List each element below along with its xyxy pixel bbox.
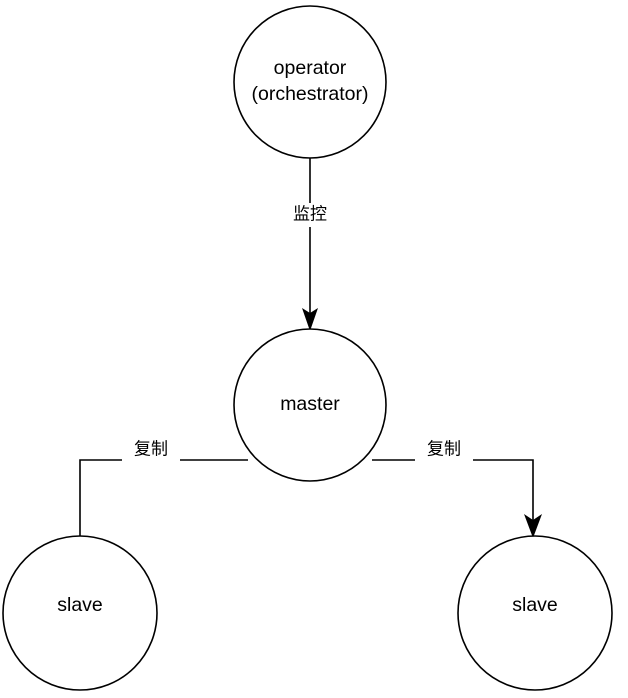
edge-master-to-slave-left-label-bg [122,438,180,462]
node-slave-right-label: slave [512,594,558,616]
edge-operator-to-master-arrowhead [302,308,318,331]
node-operator[interactable]: operator (orchestrator) [233,5,387,159]
edge-master-to-slave-right: 复制 [372,438,542,538]
edge-operator-to-master-label-bg [281,203,339,227]
node-master-label: master [280,393,340,415]
edge-master-to-slave-left-line [79,459,248,556]
node-slave-left-circle[interactable] [2,535,158,691]
node-master[interactable]: master [233,328,387,482]
edge-master-to-slave-right-arrowhead [524,514,542,538]
node-operator-circle[interactable] [233,5,387,159]
node-slave-left-label: slave [57,594,103,616]
edge-master-to-slave-right-label: 复制 [427,439,461,458]
edge-operator-to-master: 监控 [281,158,339,331]
node-master-circle[interactable] [233,328,387,482]
node-slave-left[interactable]: slave [2,535,158,691]
node-slave-right[interactable]: slave [457,535,613,691]
edge-master-to-slave-left-label: 复制 [134,439,168,458]
edge-master-to-slave-right-label-bg [415,438,473,462]
edge-operator-to-master-label: 监控 [293,204,327,223]
node-slave-right-circle[interactable] [457,535,613,691]
edge-master-to-slave-right-line [372,459,534,526]
node-operator-label-line2: (orchestrator) [251,83,368,105]
node-operator-label-line1: operator [274,57,347,79]
